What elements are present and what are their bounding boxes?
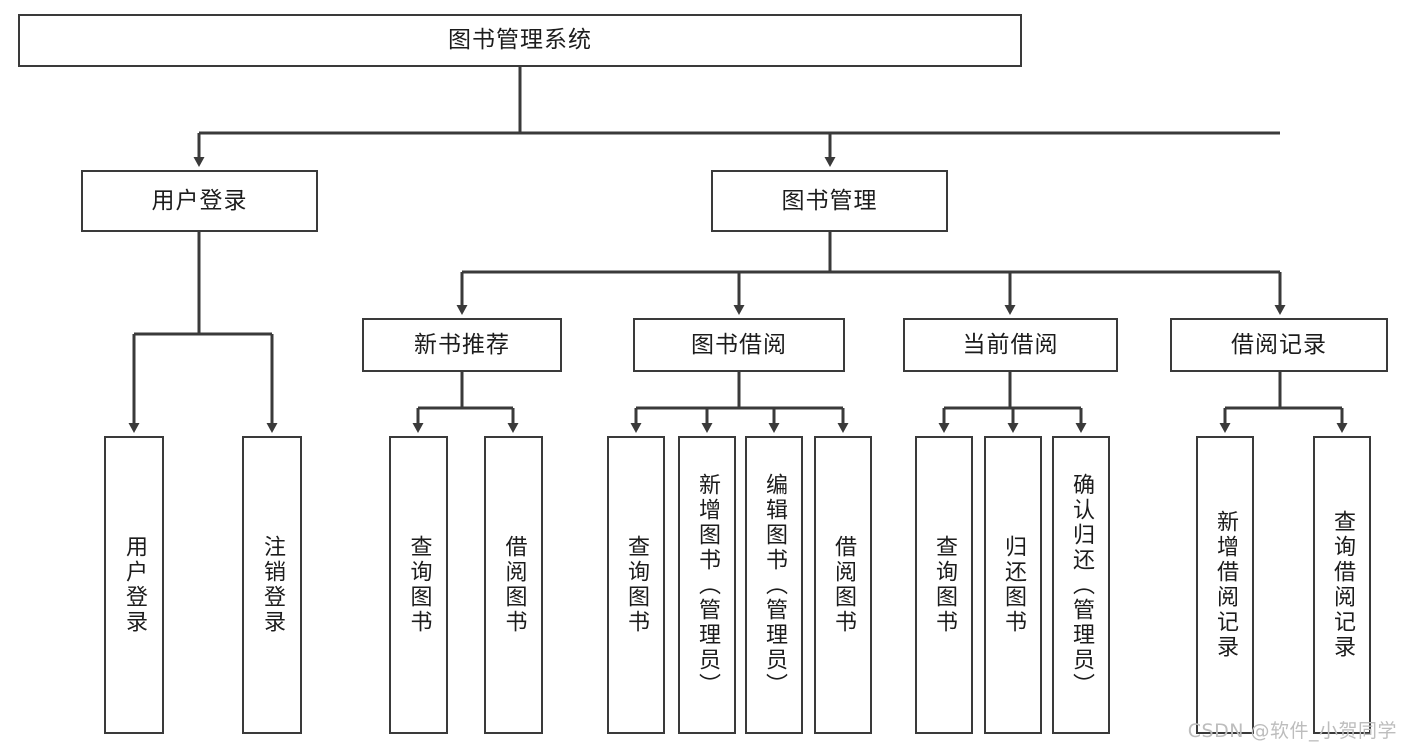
node-label: 用户登录 [122,535,147,635]
node-book-management-system[interactable]: 图书管理系统 [18,14,1022,67]
node-label: 确认归还（管理员） [1069,472,1094,698]
node-label: 借阅图书 [831,535,856,635]
node-leaf-query-book-current[interactable]: 查询图书 [915,436,973,734]
node-label: 注销登录 [260,535,285,635]
node-leaf-confirm-return-admin[interactable]: 确认归还（管理员） [1052,436,1110,734]
node-leaf-add-borrow-record[interactable]: 新增借阅记录 [1196,436,1254,734]
node-label: 归还图书 [1001,535,1026,635]
node-leaf-query-book-recommend[interactable]: 查询图书 [389,436,448,734]
node-label: 新增图书（管理员） [695,472,720,698]
node-current-borrow[interactable]: 当前借阅 [903,318,1118,372]
node-leaf-logout[interactable]: 注销登录 [242,436,302,734]
node-label: 新增借阅记录 [1213,510,1238,660]
node-label: 借阅图书 [501,535,527,635]
node-leaf-borrow-book-recommend[interactable]: 借阅图书 [484,436,543,734]
node-book-borrow[interactable]: 图书借阅 [633,318,845,372]
node-label: 图书管理 [781,187,878,214]
node-leaf-add-book-admin[interactable]: 新增图书（管理员） [678,436,736,734]
node-book-management[interactable]: 图书管理 [711,170,948,232]
node-leaf-query-borrow-record[interactable]: 查询借阅记录 [1313,436,1371,734]
node-label: 借阅记录 [1231,331,1327,358]
node-new-book-recommend[interactable]: 新书推荐 [362,318,562,372]
node-label: 图书借阅 [691,331,787,358]
node-leaf-query-book-borrow[interactable]: 查询图书 [607,436,665,734]
node-label: 新书推荐 [414,331,510,358]
node-label: 编辑图书（管理员） [762,472,787,698]
node-borrow-record[interactable]: 借阅记录 [1170,318,1388,372]
node-leaf-return-book[interactable]: 归还图书 [984,436,1042,734]
node-label: 查询图书 [932,535,957,635]
node-label: 查询图书 [406,535,432,635]
node-leaf-user-login[interactable]: 用户登录 [104,436,164,734]
node-label: 用户登录 [151,187,248,214]
watermark: CSDN @软件_小贺同学 [1187,720,1397,742]
node-leaf-edit-book-admin[interactable]: 编辑图书（管理员） [745,436,803,734]
node-label: 当前借阅 [962,331,1059,358]
node-label: 查询图书 [624,535,649,635]
node-label: 查询借阅记录 [1330,510,1355,660]
node-user-login[interactable]: 用户登录 [81,170,318,232]
node-leaf-borrow-book[interactable]: 借阅图书 [814,436,872,734]
node-label: 图书管理系统 [448,27,592,54]
